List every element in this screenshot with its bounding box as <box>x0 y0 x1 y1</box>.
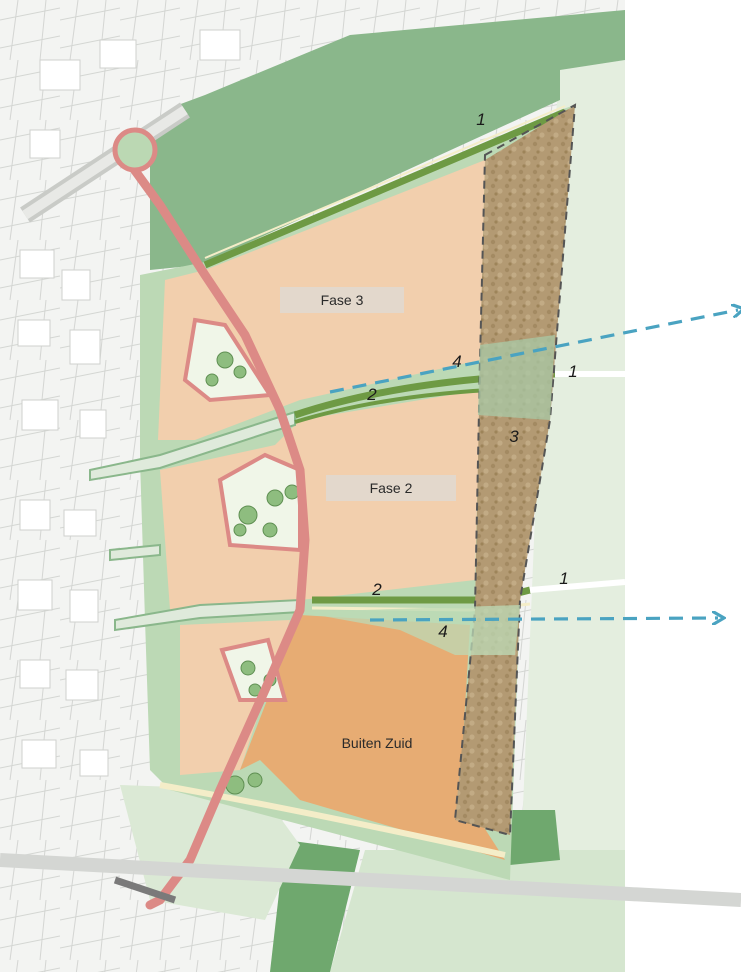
marker-4-south: 4 <box>438 622 447 641</box>
east-margin <box>625 60 741 972</box>
green-link-west-1 <box>89 410 296 482</box>
marker-4-middle: 4 <box>452 352 461 371</box>
residential-blocks <box>17 29 241 777</box>
south-road <box>0 853 741 907</box>
marker-1-north: 1 <box>476 110 485 129</box>
fase3-label-box <box>280 287 404 313</box>
dashed-arrow-icon <box>369 618 718 620</box>
east-meadow <box>515 60 625 972</box>
marker-1-middle: 1 <box>568 362 577 381</box>
fase2-label: Fase 2 <box>370 480 413 496</box>
marker-3: 3 <box>509 427 519 446</box>
crossing-zone-north <box>478 335 555 420</box>
roundabout <box>112 127 158 173</box>
dashed-arrow-icon <box>329 310 738 394</box>
plot-fase-2 <box>160 390 480 610</box>
fase2-label-box <box>326 475 456 501</box>
main-road <box>115 145 310 910</box>
green-link-west-2 <box>109 543 161 562</box>
fase3-label: Fase 3 <box>321 292 364 308</box>
marker-1-south: 1 <box>559 569 568 588</box>
marker-2-south: 2 <box>371 580 382 599</box>
path-north <box>204 105 566 259</box>
rail-crossing <box>113 876 177 904</box>
crossing-zone-south <box>300 605 520 655</box>
north-forest <box>150 10 625 270</box>
east-paths <box>529 371 626 593</box>
plot-buiten-zuid <box>240 615 505 860</box>
north-crossroad-inner <box>22 105 188 220</box>
corridor-north <box>203 108 567 269</box>
buiten-zuid-label: Buiten Zuid <box>342 735 413 751</box>
south-forest-patch-2 <box>510 810 560 865</box>
path-south-edge <box>159 782 506 858</box>
marker-2-middle: 2 <box>366 385 377 404</box>
